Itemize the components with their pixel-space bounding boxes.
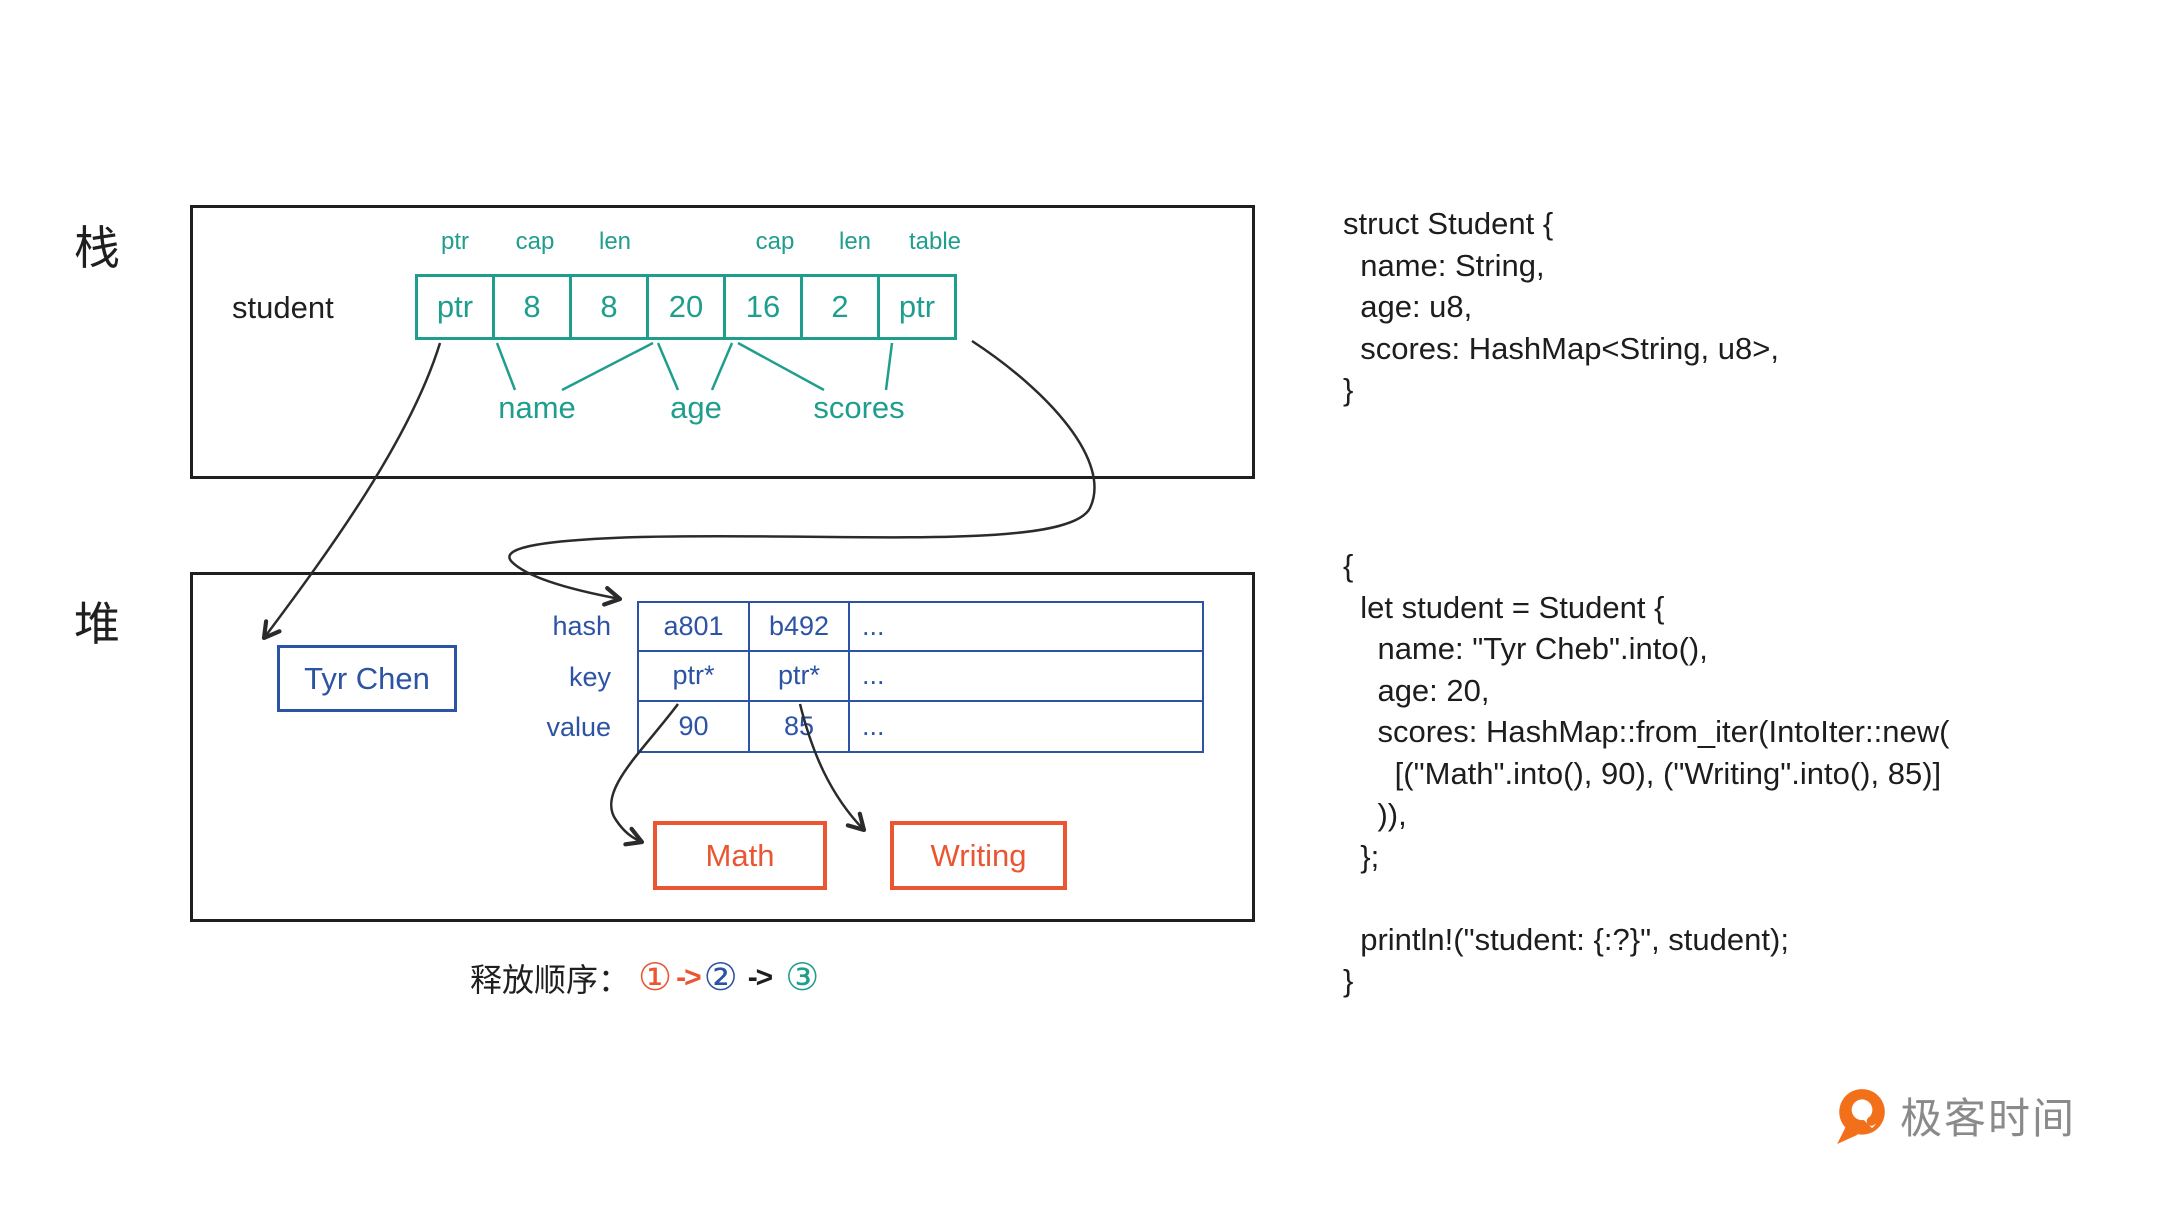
- release-step-3: ③: [785, 957, 820, 999]
- code-line: age: u8,: [1343, 289, 1473, 324]
- row-label-key: key: [568, 661, 611, 692]
- key-cell-2: ptr*: [750, 652, 850, 702]
- cell-top-label-ptr: ptr: [440, 228, 469, 255]
- code-line: };: [1343, 838, 1380, 874]
- code-block-main: { let student = Student { name: "Tyr Che…: [1343, 545, 1949, 1002]
- code-line: name: String,: [1343, 247, 1545, 283]
- code-line: scores: HashMap<String, u8>,: [1343, 330, 1779, 366]
- code-line: println!("student: {:?}", student);: [1343, 921, 1789, 957]
- student-variable-label: student: [232, 290, 334, 325]
- hash-table: a801 b492 ... ptr* ptr* ... 90 85 ...: [637, 601, 1204, 753]
- heap-key-box-writing: Writing: [890, 821, 1067, 890]
- field-label-scores: scores: [813, 390, 905, 425]
- row-label-value: value: [546, 712, 611, 743]
- stack-cell-scores-cap: 16: [723, 274, 803, 340]
- stack-cell-scores-table-ptr: ptr: [877, 274, 957, 340]
- code-line: struct Student {: [1343, 206, 1554, 241]
- row-label-hash: hash: [552, 610, 611, 641]
- cell-top-label-len2: len: [838, 228, 872, 255]
- code-line: }: [1343, 372, 1354, 407]
- code-line: )),: [1343, 797, 1407, 832]
- field-label-name: name: [498, 390, 576, 425]
- geektime-logo: 极客时间: [1832, 1085, 2076, 1146]
- cell-top-label-len: len: [598, 228, 632, 255]
- stack-cells-row: ptr 8 8 20 16 2 ptr: [415, 274, 957, 340]
- release-step-2: ②: [703, 957, 738, 999]
- heap-key-box-math: Math: [653, 821, 827, 890]
- stack-cell-scores-len: 2: [800, 274, 880, 340]
- stack-cell-age: 20: [646, 274, 726, 340]
- hash-cell-2: b492: [750, 603, 850, 653]
- release-order-prefix: 释放顺序：: [470, 962, 631, 998]
- stack-cell-name-len: 8: [569, 274, 649, 340]
- stack-zone-label: 栈: [74, 222, 120, 274]
- key-cell-more: ...: [850, 652, 1202, 702]
- hash-cell-more: ...: [850, 603, 1202, 653]
- geektime-logo-icon: [1837, 1088, 1885, 1144]
- cell-top-label-cap2: cap: [755, 228, 795, 255]
- value-cell-more: ...: [862, 710, 885, 741]
- code-line: }: [1343, 963, 1354, 998]
- code-line: let student = Student {: [1343, 589, 1665, 625]
- code-line: {: [1343, 548, 1354, 583]
- heap-string-box: Tyr Chen: [277, 645, 457, 712]
- heap-zone-label: 堆: [74, 598, 120, 650]
- cell-top-label-cap: cap: [515, 228, 555, 255]
- value-cell-2: 85: [750, 701, 850, 751]
- stack-cell-name-cap: 8: [492, 274, 572, 340]
- code-line: age: 20,: [1343, 672, 1490, 708]
- key-cell-1: ptr*: [639, 652, 750, 702]
- code-line: name: "Tyr Cheb".into(),: [1343, 631, 1708, 666]
- stack-cell-top-labels: ptr cap len cap len table: [415, 228, 975, 256]
- release-order-caption: 释放顺序： ① -> ② -> ③: [470, 955, 819, 1001]
- release-arrow-2: ->: [747, 961, 773, 994]
- code-line: [1343, 877, 1949, 919]
- release-arrow-1: ->: [676, 961, 701, 994]
- cell-top-label-empty: [655, 228, 735, 256]
- code-block-struct-definition: struct Student { name: String, age: u8, …: [1343, 203, 1779, 411]
- stack-cell-name-ptr: ptr: [415, 274, 495, 340]
- code-line: scores: HashMap::from_iter(IntoIter::new…: [1343, 714, 1950, 749]
- value-cell-1: 90: [639, 701, 750, 751]
- code-line: [("Math".into(), 90), ("Writing".into(),…: [1343, 755, 1942, 791]
- field-label-age: age: [670, 390, 722, 425]
- geektime-logo-text: 极客时间: [1900, 1095, 2077, 1142]
- hash-cell-1: a801: [639, 603, 750, 653]
- release-step-1: ①: [638, 957, 673, 999]
- hash-table-row-labels: hash key value: [440, 601, 625, 753]
- cell-top-label-table: table: [908, 228, 962, 255]
